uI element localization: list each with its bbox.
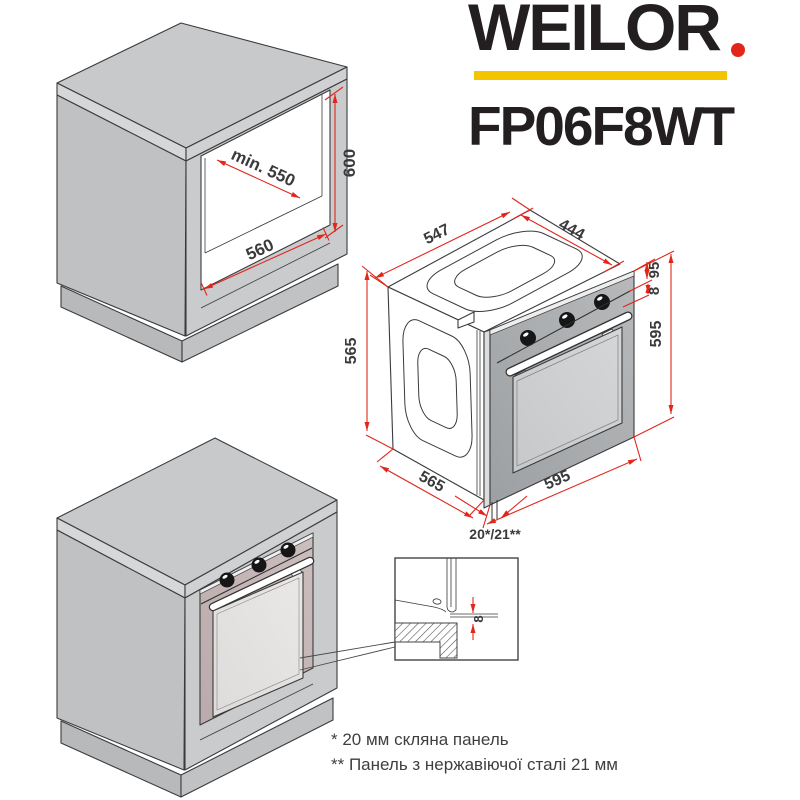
panel-divider-line xyxy=(496,290,631,364)
model-number: FP06F8WT xyxy=(468,95,735,157)
door-window-inner-line xyxy=(216,577,300,711)
detail-leader-lines xyxy=(299,641,396,671)
dim-panel-height-label: 95 xyxy=(646,262,663,279)
oven-side-emboss xyxy=(402,313,473,464)
brand-underline-bar xyxy=(474,71,727,80)
control-knobs xyxy=(520,294,610,346)
door-side-profile xyxy=(476,330,481,496)
cabinet-cutout-figure: min. 550 600 560 xyxy=(56,22,359,363)
dim-niche-height-label: 600 xyxy=(340,149,359,177)
brand-logo-dot-icon xyxy=(731,43,745,57)
vent-notch xyxy=(457,311,475,329)
dim-detail-gap-label: 8 xyxy=(471,615,486,622)
footnote-steel-panel: ** Панель з нержавіючої сталі 21 мм xyxy=(331,755,618,774)
door-window xyxy=(212,571,304,718)
cabinet-panel-section xyxy=(394,622,458,659)
dim-detail-gap: 8 xyxy=(470,597,486,640)
door-window-inner-line xyxy=(516,334,619,467)
cabinet-left-face xyxy=(56,94,187,337)
oven-dimension-figure: 547 444 95 8 595 565 565 595 20*/21** xyxy=(343,197,675,542)
mounting-detail-figure: 8 xyxy=(394,557,519,661)
footnotes: * 20 мм скляна панель ** Панель з нержав… xyxy=(331,727,618,777)
dim-niche-height: 600 xyxy=(324,86,359,239)
brand-logo: WEILOR xyxy=(468,0,722,64)
frame-lip-lines xyxy=(450,613,498,618)
footnote-glass-panel: * 20 мм скляна панель xyxy=(331,730,509,749)
oven-front-top-band xyxy=(489,270,635,336)
door-glass-section xyxy=(446,558,457,613)
dim-body-height: 565 xyxy=(343,265,394,450)
cabinet-left-face xyxy=(56,529,186,771)
dim-facade-thickness: 20*/21** xyxy=(454,495,528,542)
door-seal xyxy=(432,598,442,605)
plinth-right-face xyxy=(180,697,334,798)
door-window xyxy=(512,326,623,474)
dim-body-height-label: 565 xyxy=(343,338,360,365)
bottom-rail-edge xyxy=(199,683,314,741)
dim-top-depth-label: 547 xyxy=(421,221,453,248)
control-knobs xyxy=(219,542,296,588)
panel-divider-line xyxy=(200,547,313,605)
dim-front-height-label: 595 xyxy=(648,321,665,348)
dim-facade-thickness-label: 20*/21** xyxy=(469,526,521,542)
dim-front-height: 595 xyxy=(633,250,675,438)
oven-bottom-section xyxy=(394,599,447,613)
dim-lip-label: 8 xyxy=(646,287,663,295)
installed-oven-figure xyxy=(56,437,396,798)
facade-edge-strip xyxy=(483,329,491,509)
